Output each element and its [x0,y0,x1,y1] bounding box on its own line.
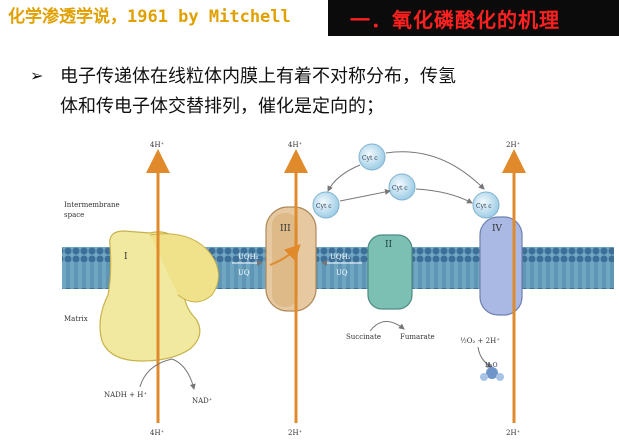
complex-iv [479,216,523,316]
water-molecule-h1 [480,373,488,381]
succinate-arrow [369,321,405,332]
uq-label-right: UQ [336,269,348,277]
matrix-label: Matrix [64,315,88,323]
electron-transport-diagram: Intermembrane space Matrix I III II IV U… [62,141,614,437]
cyt-c-cycle-arrow-mid [339,189,391,202]
cyt-c-2 [312,191,340,219]
uq-label-left: UQ [238,269,250,277]
header-right-title: 一．氧化磷酸化的机理 [350,7,560,32]
intermembrane-label: Intermembrane [64,201,120,209]
water-molecule-h2 [496,373,504,381]
complex-i-lobe [149,233,219,303]
cyt-c-cycle-arrow-top [385,151,485,190]
cyt-c-4 [472,191,500,219]
cyt-c-2-label: Cyt c [316,203,332,210]
header-title-box: 一．氧化磷酸化的机理 [328,0,619,36]
proton-top-i: 4H⁺ [150,141,165,149]
cyt-c-cycle-arrow-right [415,188,473,204]
complex-iii-label: III [280,224,291,234]
proton-top-iii: 4H⁺ [288,141,303,149]
oxygen-label: ½O₂ + 2H⁺ [460,337,500,345]
cyt-c-3-label: Cyt c [392,185,408,192]
proton-bottom-iv: 2H⁺ [506,429,521,437]
cyt-c-4-label: Cyt c [476,203,492,210]
complex-iv-label: IV [492,224,503,234]
water-molecule-o [486,367,498,379]
proton-top-iv: 2H⁺ [506,141,521,149]
nad-label: NAD⁺ [192,397,213,405]
complex-ii [367,234,413,310]
bullet-line-2: 体和传电子体交替排列，催化是定向的； [60,96,384,117]
bullet-line-1: 电子传递体在线粒体内膜上有着不对称分布，传氢 [60,66,456,87]
bullet-text: 电子传递体在线粒体内膜上有着不对称分布，传氢 体和传电子体交替排列，催化是定向的… [60,62,600,122]
nadh-arrow [139,358,196,390]
uqh2-label-right: UQH₂ [330,253,351,261]
cyt-c-cycle-arrow-left [327,164,361,192]
water-label: H₂O [485,362,498,369]
intermembrane-label-2: space [64,211,84,219]
oxygen-arrow [477,346,493,368]
bullet-marker: ➢ [30,66,44,85]
complex-i-label: I [124,252,128,262]
nadh-label: NADH + H⁺ [104,391,147,399]
cyt-c-1 [358,143,386,171]
uqh2-label-left: UQH₂ [238,253,259,261]
succinate-label: Succinate [346,333,381,341]
cyt-c-1-label: Cyt c [362,155,378,162]
fumarate-label: Fumarate [400,333,435,341]
proton-bottom-i: 4H⁺ [150,429,165,437]
complex-ii-label: II [385,240,393,250]
proton-bottom-iii: 2H⁺ [288,429,303,437]
cyt-c-3 [388,173,416,201]
header-left-title: 化学渗透学说，1961 by Mitchell [8,7,291,27]
